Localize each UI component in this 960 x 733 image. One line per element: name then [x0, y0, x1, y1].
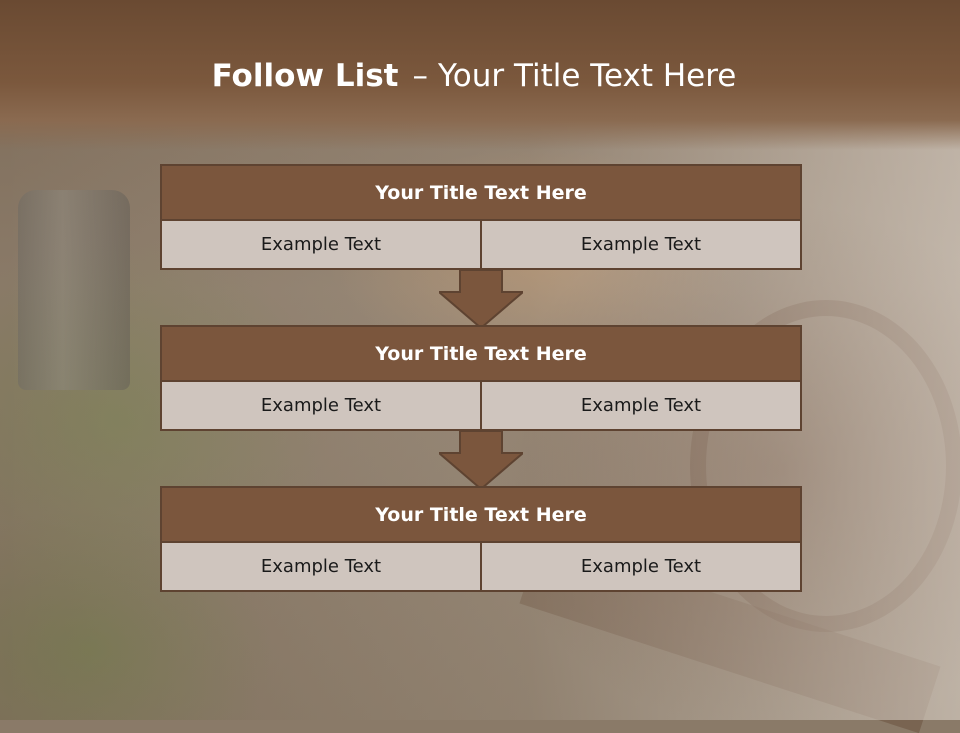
list-block-2: Your Title Text Here Example Text Exampl…: [160, 325, 802, 431]
block-cell-right: Example Text: [480, 382, 800, 429]
title-bold: Follow List: [211, 58, 399, 94]
block-cell-right: Example Text: [480, 543, 800, 590]
block-cell-left: Example Text: [260, 234, 382, 255]
down-arrow-icon: [439, 431, 523, 489]
title-rest: Your Title Text Here: [437, 58, 737, 94]
list-block-1: Your Title Text Here Example Text Exampl…: [160, 164, 802, 270]
block-cell-right: Example Text: [480, 221, 800, 268]
block-row: Example Text Example Text: [160, 382, 802, 431]
block-cell-left: Example Text: [260, 395, 382, 416]
block-title: Your Title Text Here: [160, 325, 802, 382]
block-cell-left: Example Text: [260, 556, 382, 577]
block-row: Example Text Example Text: [160, 543, 802, 592]
header-band: [0, 0, 960, 150]
block-title: Your Title Text Here: [160, 486, 802, 543]
list-block-3: Your Title Text Here Example Text Exampl…: [160, 486, 802, 592]
block-row: Example Text Example Text: [160, 221, 802, 270]
slide-title: Follow List–Your Title Text Here: [0, 56, 954, 96]
block-title: Your Title Text Here: [160, 164, 802, 221]
down-arrow-icon: [439, 270, 523, 328]
title-separator: –: [412, 58, 428, 94]
